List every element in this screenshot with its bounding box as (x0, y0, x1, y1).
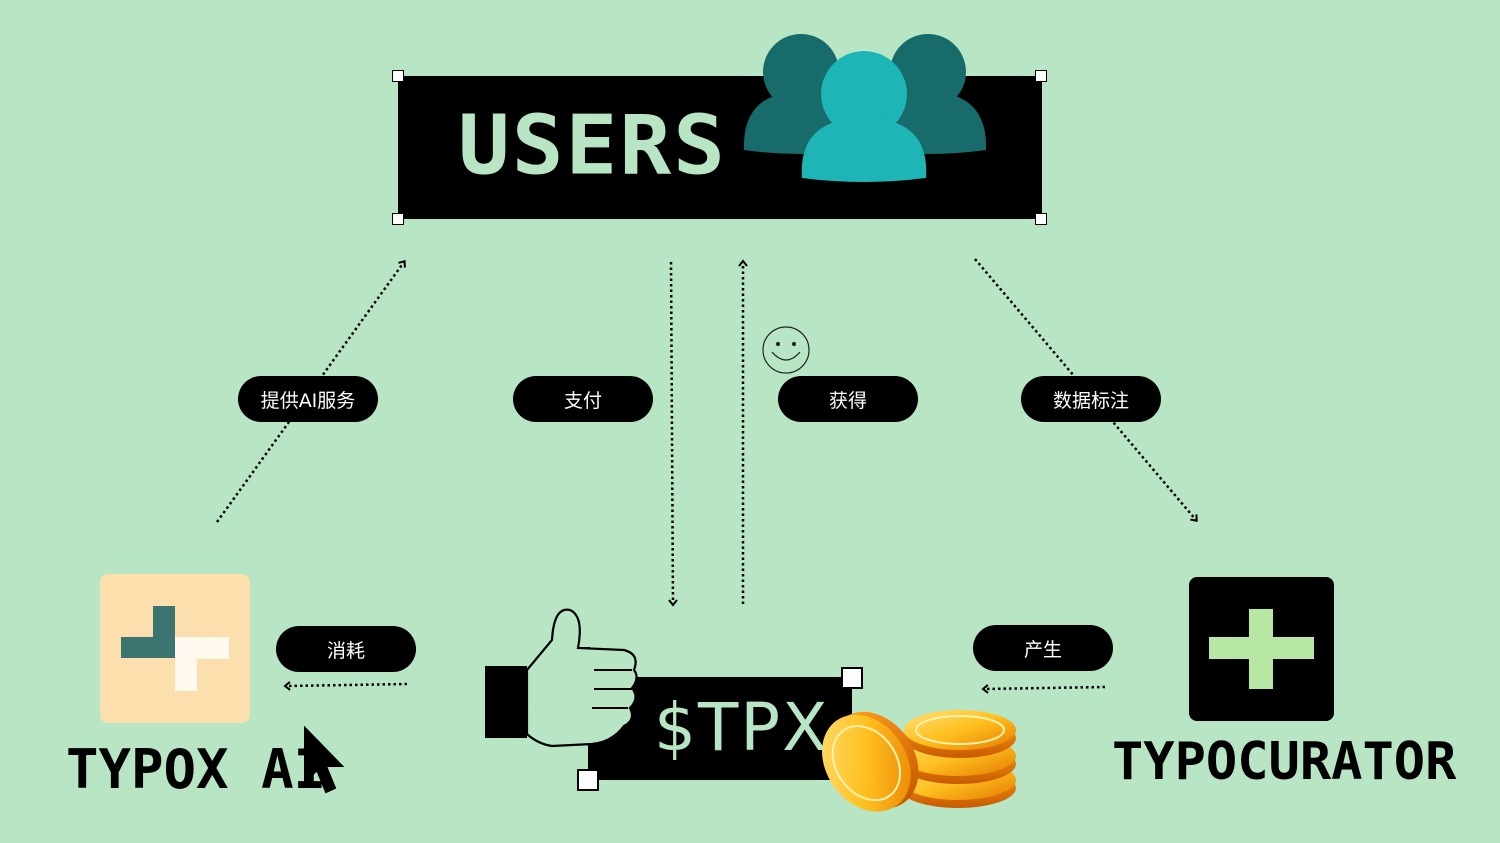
typocurator-plus-icon (1189, 577, 1334, 721)
label-provide-ai-service: 提供AI服务 (238, 376, 378, 422)
label-data-annotation: 数据标注 (1021, 376, 1161, 422)
arrow-curator-to-tpx (981, 684, 1106, 694)
label-pay: 支付 (513, 376, 653, 422)
users-title: USERS (458, 98, 727, 194)
label-consume: 消耗 (276, 626, 416, 672)
mouse-cursor-icon (304, 726, 344, 794)
resize-handle-top-right[interactable] (1035, 70, 1047, 82)
smiley-icon (762, 326, 810, 374)
label-produce: 产生 (973, 625, 1113, 671)
resize-handle-bottom-right[interactable] (1035, 213, 1047, 225)
arrow-users-to-tpx (668, 261, 678, 607)
tpx-token-label: $TPX (654, 689, 830, 766)
resize-handle-tpx-bottom-left[interactable] (577, 769, 599, 791)
users-group-icon (743, 34, 987, 182)
typox-ai-title: TYPOX AI (66, 738, 327, 801)
resize-handle-bottom-left[interactable] (392, 213, 404, 225)
arrow-tpx-to-typox (283, 681, 408, 691)
coins-icon (822, 710, 1016, 812)
resize-handle-top-left[interactable] (392, 70, 404, 82)
label-obtain: 获得 (778, 376, 918, 422)
resize-handle-tpx-top-right[interactable] (841, 667, 863, 689)
typox-logo-icon (100, 574, 250, 723)
thumbs-up-icon (485, 608, 638, 748)
typocurator-title: TYPOCURATOR (1112, 732, 1457, 792)
